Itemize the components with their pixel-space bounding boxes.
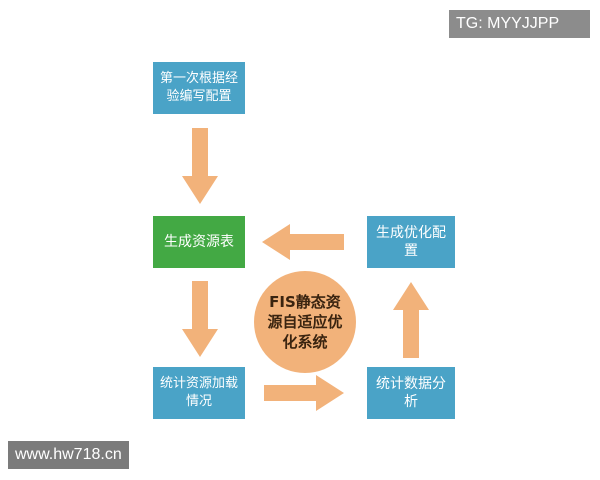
- center-system-circle: FIS静态资源自适应优化系统: [254, 271, 356, 373]
- arrow-up-shape: [393, 282, 429, 358]
- node-stat-analysis: 统计数据分析: [367, 367, 455, 419]
- arrow-down-1-icon: [182, 128, 218, 204]
- node-stat-loading: 统计资源加载情况: [153, 367, 245, 419]
- node-generate-resource-table: 生成资源表: [153, 216, 245, 268]
- arrow-left-shape: [262, 224, 344, 260]
- arrow-right-shape: [264, 375, 344, 411]
- arrow-up-icon: [393, 282, 429, 358]
- arrow-down-2-shape: [182, 281, 218, 357]
- tg-watermark: TG: MYYJJPP: [449, 10, 590, 38]
- arrow-down-1-shape: [182, 128, 218, 204]
- node-first-config: 第一次根据经验编写配置: [153, 62, 245, 114]
- node-generate-optimized-config: 生成优化配置: [367, 216, 455, 268]
- arrow-right-icon: [264, 375, 344, 411]
- site-watermark: www.hw718.cn: [8, 441, 129, 469]
- arrow-down-2-icon: [182, 281, 218, 357]
- arrow-left-icon: [262, 224, 344, 260]
